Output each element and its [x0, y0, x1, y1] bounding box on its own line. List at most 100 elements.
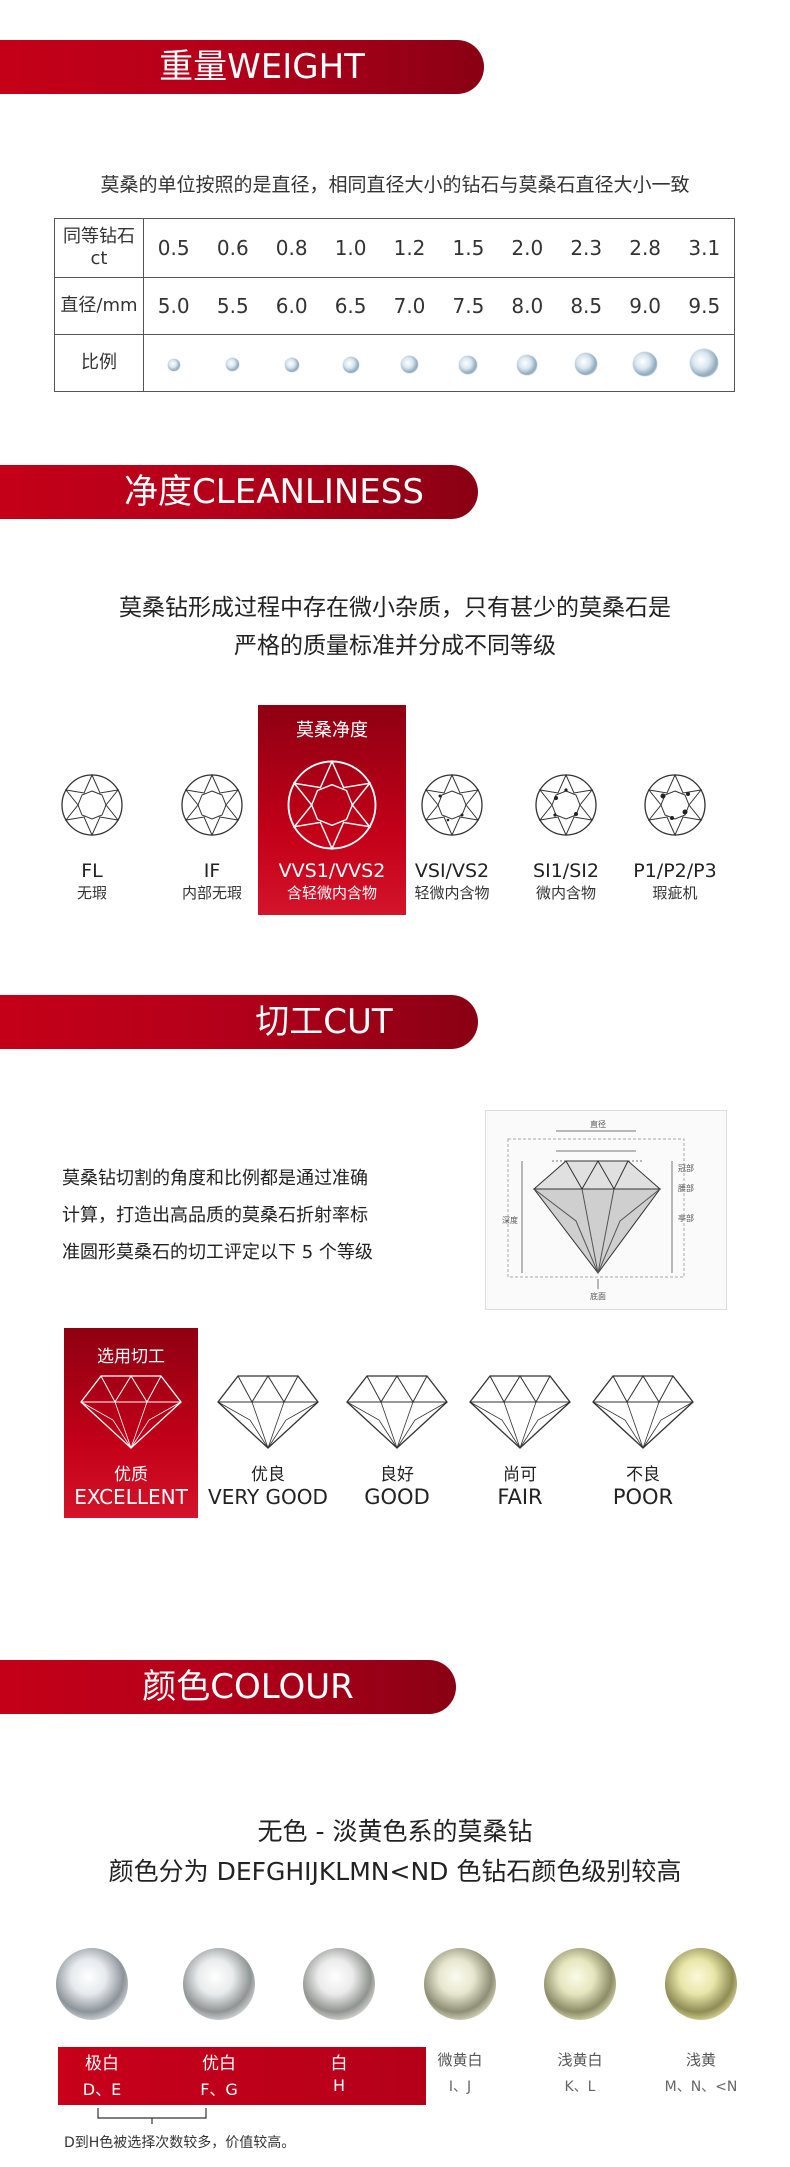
colour-diamond-fg-icon: [183, 1948, 255, 2020]
cut-grade-en: VERY GOOD: [208, 1485, 328, 1509]
table-cell: 0.8: [262, 218, 322, 278]
diamond-icon: [284, 357, 299, 372]
grade-name: 含轻微内含物: [286, 884, 377, 902]
vs-diamond-icon: [421, 774, 483, 836]
gem-cell: [262, 334, 322, 392]
colour-diamond-de-icon: [56, 1948, 128, 2020]
si-diamond-icon: [535, 774, 597, 836]
clarity-intro-line1: 莫桑钻形成过程中存在微小杂质，只有甚少的莫桑石是: [119, 595, 671, 621]
cut-grade-excellent: 优质 EXCELLENT: [64, 1460, 198, 1509]
diamond-icon: [459, 355, 478, 374]
clarity-grade-vvs: VVS1/VVS2 含轻微内含物: [258, 860, 406, 903]
cut-highlight-label: 选用切工: [97, 1347, 165, 1367]
table-cell: 6.0: [262, 277, 322, 335]
cut-grade-en: FAIR: [497, 1485, 543, 1509]
grade-code: VSI/VS2: [414, 860, 490, 882]
table-row: 比例: [54, 334, 735, 392]
table-cell: 2.3: [556, 218, 616, 278]
clarity-grade-if: IF 内部无瑕: [162, 860, 262, 903]
colour-footnote: D到H色被选择次数较多，价值较高。: [64, 2135, 296, 2151]
clarity-grade-si: SI1/SI2 微内含物: [516, 860, 616, 903]
table-cell: 1.0: [321, 218, 381, 278]
table-row: 直径/mm 5.0 5.5 6.0 6.5 7.0 7.5 8.0 8.5 9.…: [54, 277, 735, 335]
grade-code: SI1/SI2: [533, 860, 599, 882]
cut-grade-cn: 良好: [380, 1465, 414, 1485]
diameter-header: 直径/mm: [54, 277, 144, 335]
gem-cell: [380, 334, 439, 392]
cut-grade-good: 良好 GOOD: [340, 1460, 454, 1509]
table-cell: 1.2: [380, 218, 439, 278]
table-cell: 1.5: [438, 218, 498, 278]
colour-grade-name: 极白: [85, 2054, 119, 2074]
cut-grade-cn: 不良: [626, 1465, 660, 1485]
colour-grade-name: 优白: [202, 2054, 236, 2074]
table-cell: 3.1: [674, 218, 735, 278]
colour-title: 颜色COLOUR: [142, 1667, 354, 1707]
scale-header: 比例: [54, 334, 144, 392]
grade-name: 轻微内含物: [414, 884, 490, 902]
diagram-label: 底面: [590, 1291, 606, 1301]
cut-proportion-diagram: 直径 深度 冠部 腰部 亭部 底面: [485, 1110, 727, 1310]
clarity-grade-p: P1/P2/P3 瑕疵机: [622, 860, 728, 903]
clarity-title: 净度CLEANLINESS: [124, 472, 424, 512]
cut-text-line: 莫桑钻切割的角度和比例都是通过准确: [62, 1168, 368, 1189]
gem-cell: [674, 334, 735, 392]
section-banner-cut: 切工CUT: [0, 995, 478, 1049]
diagram-label: 腰部: [678, 1183, 694, 1193]
colour-diamond-kl-icon: [544, 1948, 616, 2020]
diamond-icon: [167, 358, 180, 371]
cut-highlight-box: [64, 1328, 198, 1518]
colour-diamond-h-icon: [303, 1948, 375, 2020]
diamond-icon: [342, 356, 359, 373]
section-banner-colour: 颜色COLOUR: [0, 1660, 456, 1714]
grade-name: 瑕疵机: [652, 884, 698, 902]
gem-cell: [556, 334, 616, 392]
gem-cell: [143, 334, 204, 392]
grade-name: 微内含物: [535, 884, 596, 902]
cut-text-line: 计算，打造出高品质的莫桑石折射率标: [62, 1205, 368, 1226]
excellent-cut-icon: [80, 1375, 182, 1449]
diagram-label: 亭部: [678, 1213, 694, 1223]
diagram-label: 深度: [502, 1215, 518, 1225]
clarity-highlight-box: [258, 705, 406, 915]
p-diamond-icon: [644, 774, 706, 836]
colour-grade-letters: I、J: [448, 2079, 472, 2095]
weight-title: 重量WEIGHT: [159, 47, 365, 87]
cut-grade-poor: 不良 POOR: [586, 1460, 700, 1509]
colour-grade-name: 浅黄白: [557, 2051, 603, 2069]
good-cut-icon: [346, 1375, 448, 1449]
cut-text-line: 准圆形莫桑石的切工评定以下 5 个等级: [62, 1242, 373, 1263]
gem-cell: [615, 334, 675, 392]
grade-name: 无瑕: [76, 884, 107, 902]
table-cell: 0.5: [143, 218, 204, 278]
grade-code: FL: [81, 860, 103, 882]
diamond-icon: [633, 351, 658, 376]
table-cell: 9.0: [615, 277, 675, 335]
gem-cell: [321, 334, 381, 392]
diamond-icon: [690, 349, 719, 377]
colour-grade-name: 白: [330, 2054, 348, 2074]
table-row: 同等钻石ct 0.5 0.6 0.8 1.0 1.2 1.5 2.0 2.3 2…: [54, 218, 735, 278]
colour-diamond-ij-icon: [424, 1948, 496, 2020]
table-cell: 2.8: [615, 218, 675, 278]
table-cell: 8.5: [556, 277, 616, 335]
colour-grade-letters: K、L: [564, 2079, 596, 2095]
table-cell: 8.0: [497, 277, 557, 335]
table-cell: 7.0: [380, 277, 439, 335]
colour-grade-name: 浅黄: [685, 2051, 716, 2069]
table-cell: 7.5: [438, 277, 498, 335]
grade-code: P1/P2/P3: [633, 860, 717, 882]
cut-grade-cn: 尚可: [503, 1465, 537, 1485]
weight-table: 同等钻石ct 0.5 0.6 0.8 1.0 1.2 1.5 2.0 2.3 2…: [54, 218, 735, 392]
carat-header: 同等钻石ct: [54, 218, 144, 278]
colour-grade-letters: D、E: [82, 2080, 122, 2099]
clarity-diagrams: [61, 760, 706, 850]
colour-intro-line1: 无色 - 淡黄色系的莫桑钻: [257, 1817, 533, 1846]
gem-cell: [497, 334, 557, 392]
clarity-grade-fl: FL 无瑕: [42, 860, 142, 903]
colour-grade-name: 微黄白: [437, 2051, 483, 2069]
diamond-icon: [575, 353, 598, 376]
grade-code: VVS1/VVS2: [278, 860, 386, 882]
colour-diamond-mn-icon: [665, 1948, 737, 2020]
weight-intro: 莫桑的单位按照的是直径，相同直径大小的钻石与莫桑石直径大小一致: [100, 174, 690, 196]
